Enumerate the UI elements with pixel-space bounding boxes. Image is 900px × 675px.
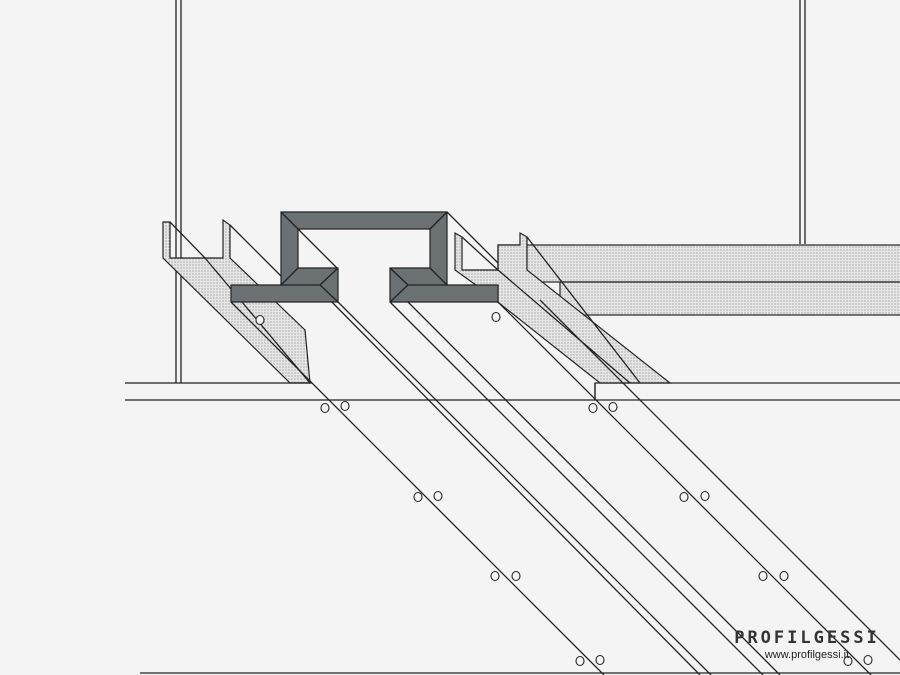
screw-holes: [255, 311, 873, 667]
left-ceiling-board: [125, 382, 596, 401]
logo-name: PROFILGESSI: [734, 628, 880, 648]
logo-url: www.profilgessi.it: [764, 649, 850, 661]
diagonal-profile-lines: [140, 211, 900, 675]
brand-logo: PROFILGESSI www.profilgessi.it: [722, 628, 892, 661]
joint-profile: [230, 211, 499, 303]
hanger-rod-left: [175, 0, 182, 383]
hanger-rod-right: [799, 0, 806, 244]
